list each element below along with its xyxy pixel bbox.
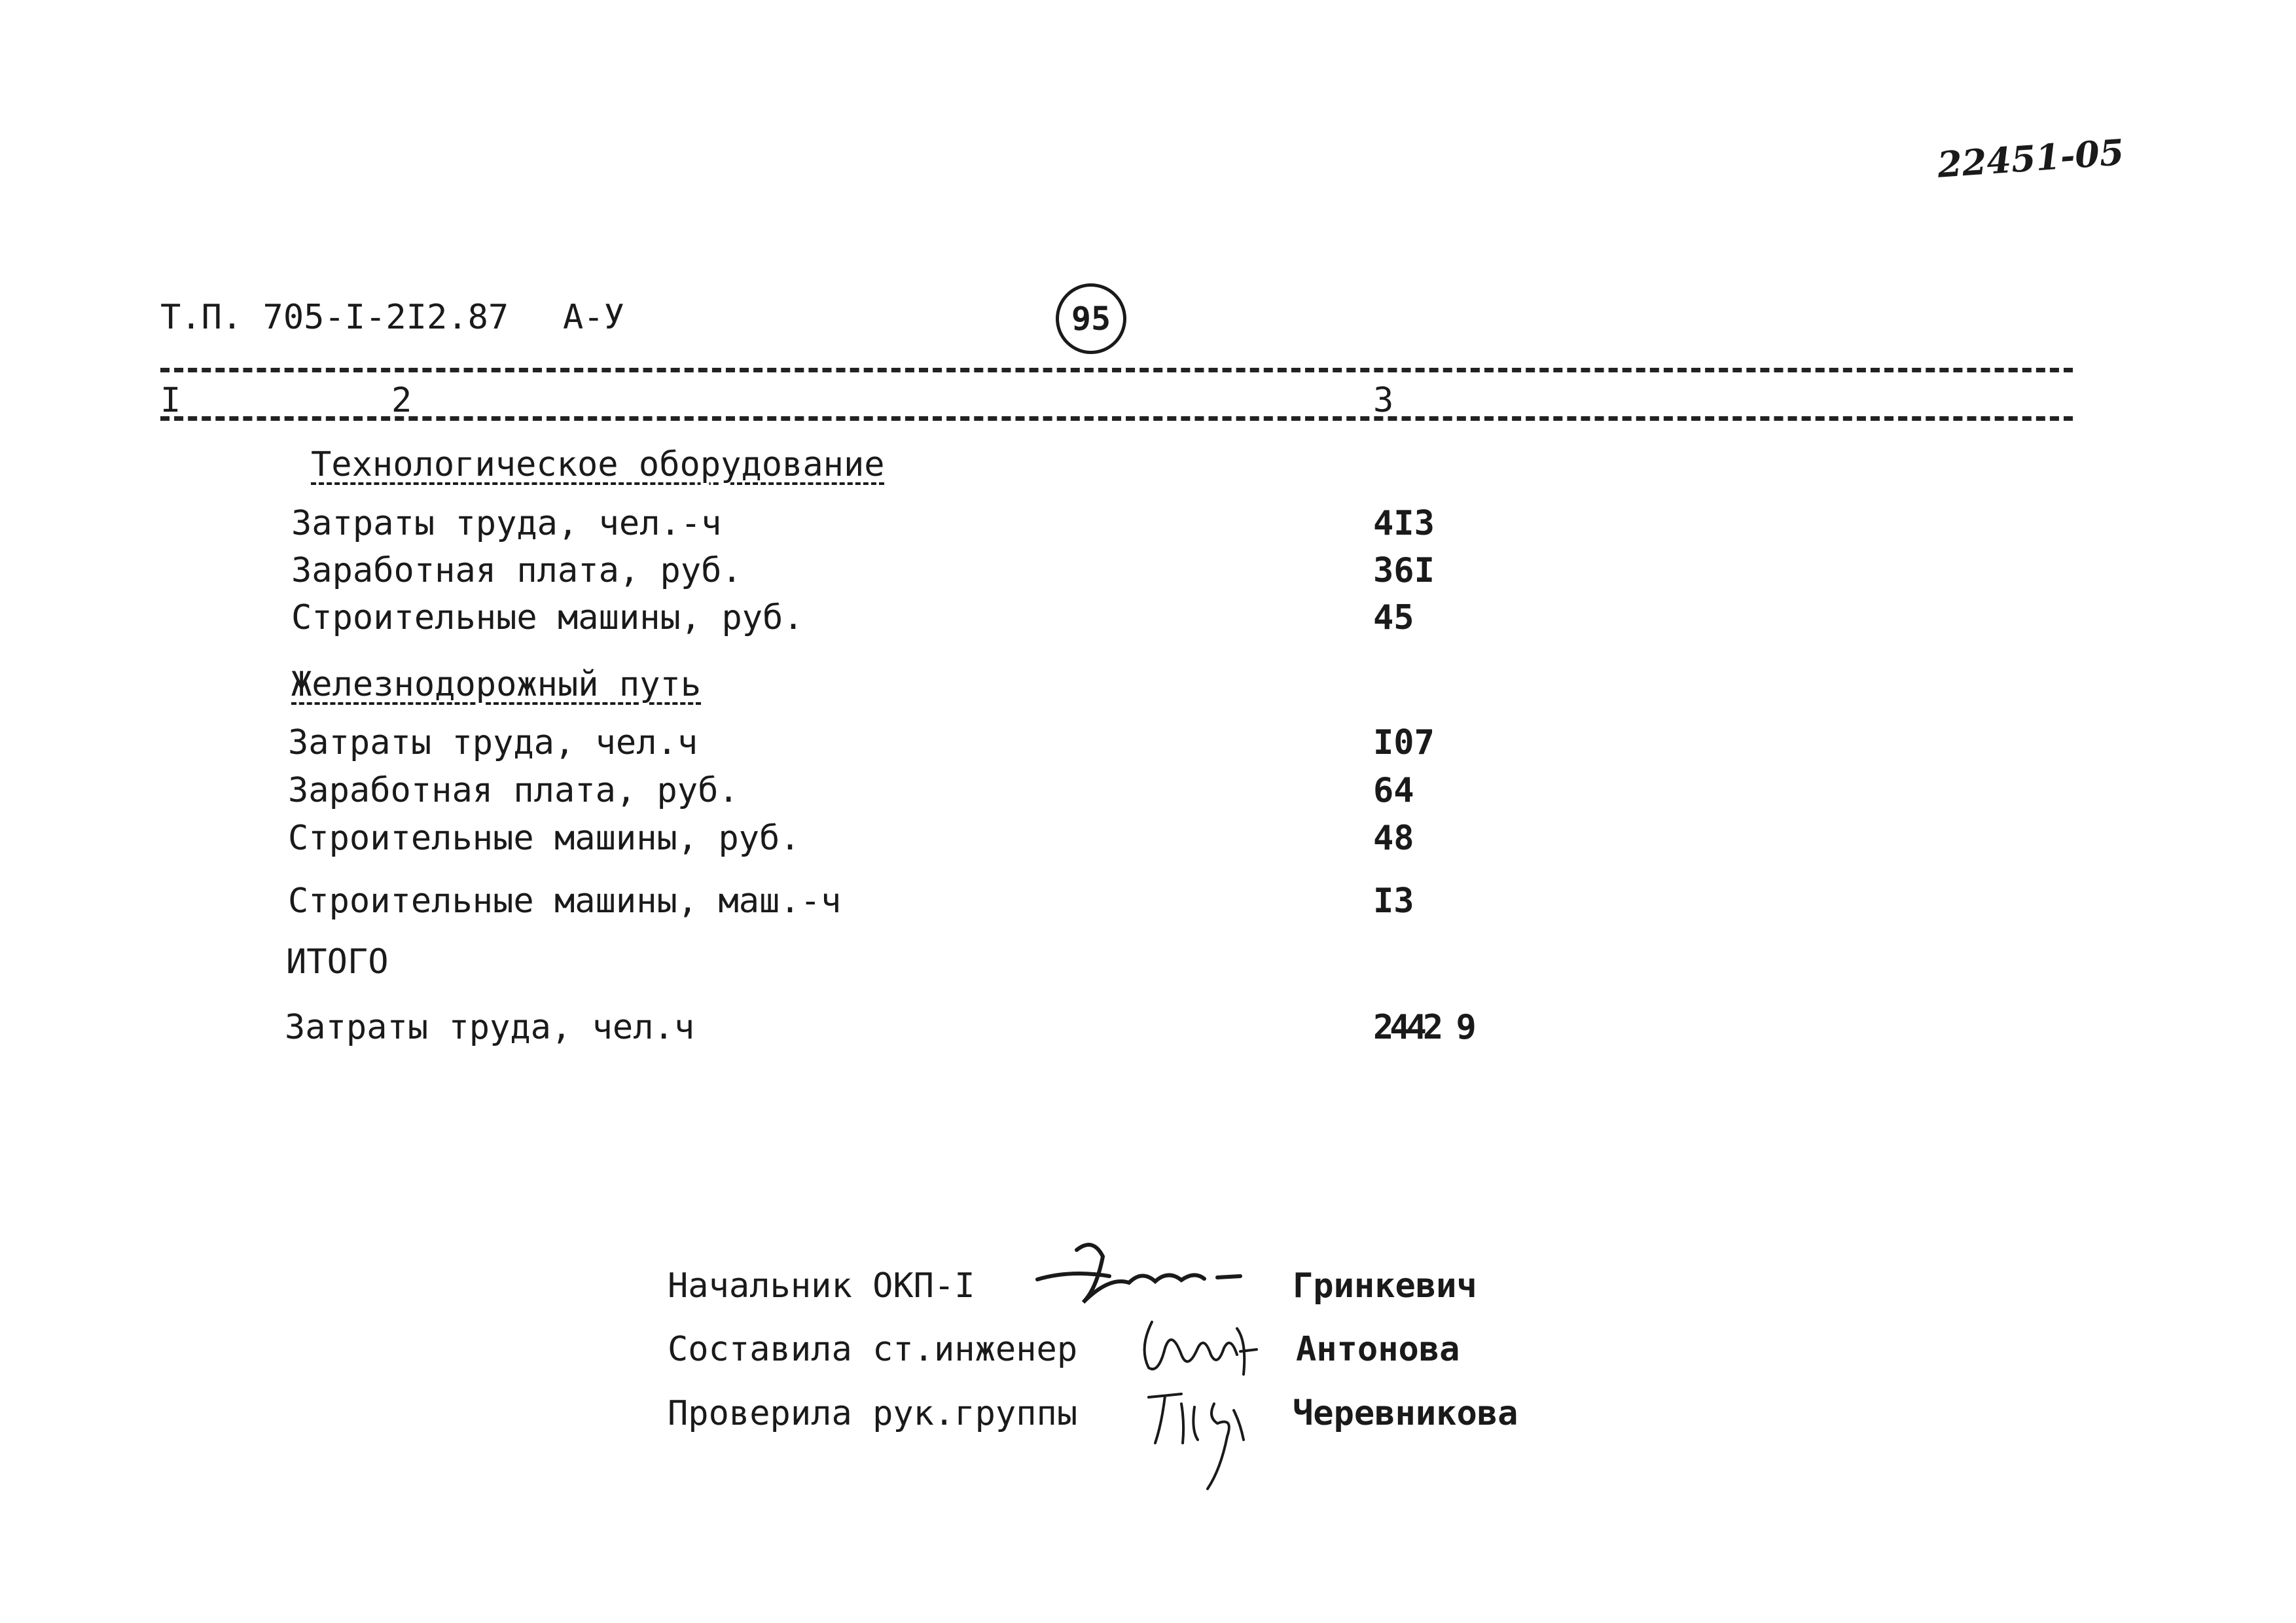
section-title-total: ИТОГО <box>286 942 389 982</box>
signature-scribble-2 <box>1143 1321 1258 1376</box>
row-label: Строительные машины, руб. <box>291 598 804 637</box>
signature-scribble-3 <box>1147 1393 1245 1490</box>
row-label: Заработная плата, руб. <box>288 771 739 810</box>
column-number-2: 2 <box>391 381 412 420</box>
row-value: 48 <box>1373 819 1414 858</box>
row-label: Затраты труда, чел.ч <box>285 1008 695 1047</box>
designation: Т.П. 705-I-2I2.87 <box>160 298 509 337</box>
row-value: 2442 9 <box>1373 1008 1477 1047</box>
row-label: Заработная плата, руб. <box>291 551 742 590</box>
row-label: Затраты труда, чел.-ч <box>291 504 722 543</box>
signature-name: Антонова <box>1296 1330 1460 1369</box>
section-title-railway: Железнодорожный путь <box>291 665 702 704</box>
rule-top <box>160 368 2073 372</box>
page-number-stamp: 95 <box>1056 283 1126 354</box>
row-value: 45 <box>1373 598 1414 637</box>
page-number: 95 <box>1071 300 1111 338</box>
signature-position: Проверила рук.группы <box>668 1394 1078 1433</box>
signature-position: Составила ст.инженер <box>668 1330 1078 1369</box>
document-code: 22451-05 <box>1936 131 2126 186</box>
row-value: I07 <box>1373 723 1435 762</box>
rule-bottom <box>160 416 2073 421</box>
row-value: 36I <box>1373 551 1435 590</box>
row-label: Строительные машины, руб. <box>288 819 800 858</box>
section-title-equipment: Технологическое оборудование <box>311 445 885 484</box>
row-value: I3 <box>1373 882 1414 921</box>
column-number-3: 3 <box>1373 381 1394 420</box>
signature-scribble-1 <box>1035 1243 1242 1304</box>
signature-name: Гринкевич <box>1293 1266 1477 1306</box>
row-label: Затраты труда, чел.ч <box>288 723 698 762</box>
column-number-1: I <box>160 381 181 420</box>
row-value: 4I3 <box>1373 504 1435 543</box>
signature-name: Черевникова <box>1293 1394 1518 1433</box>
signature-position: Начальник ОКП-I <box>668 1266 975 1306</box>
sheet-mark: А-У <box>563 298 624 337</box>
row-label: Строительные машины, маш.-ч <box>288 882 842 921</box>
row-value: 64 <box>1373 771 1414 810</box>
